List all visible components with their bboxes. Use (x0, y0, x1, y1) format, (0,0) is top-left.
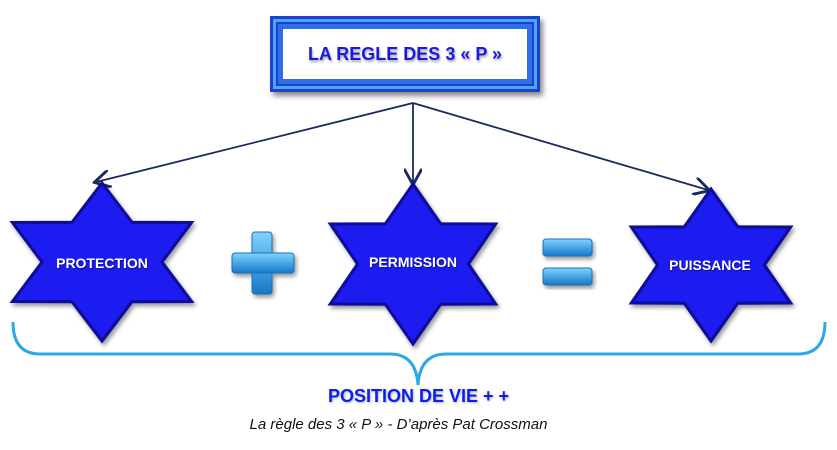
star-protection (9, 180, 195, 344)
equals-icon (542, 238, 593, 286)
arrow-to-protection (96, 102, 414, 182)
star-puissance (628, 186, 794, 344)
title-box: LA REGLE DES 3 « P » (270, 16, 540, 92)
star-label-protection: PROTECTION (56, 255, 148, 271)
star-permission (327, 181, 499, 347)
arrow-to-puissance (412, 102, 708, 190)
star-label-permission: PERMISSION (369, 254, 457, 270)
result-label: POSITION DE VIE + + (327, 386, 510, 406)
star-label-puissance: PUISSANCE (669, 257, 751, 273)
curly-brace (11, 321, 827, 386)
plus-icon (231, 231, 295, 295)
title-text: LA REGLE DES 3 « P » (307, 43, 503, 64)
caption: La règle des 3 « P » - D’après Pat Cross… (249, 416, 548, 433)
